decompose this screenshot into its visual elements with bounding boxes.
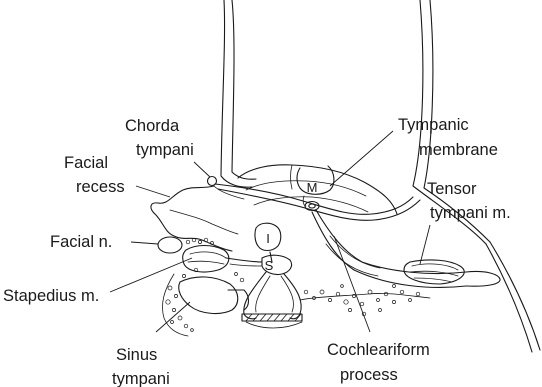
label-tensor-tympani-line1: Tensor — [427, 180, 477, 198]
stapedius-muscle — [183, 246, 262, 273]
promontory — [238, 165, 397, 214]
stapes-footplate-hatching — [246, 314, 301, 321]
label-tympanic-membrane-line1: Tympanic — [398, 116, 469, 134]
label-sinus-tympani-line1: Sinus — [116, 346, 157, 364]
sinus-tympani — [179, 277, 249, 314]
incus-marker: I — [266, 231, 270, 246]
stippled-bone — [162, 268, 430, 336]
label-facial-recess-line1: Facial — [64, 154, 108, 172]
malleus-marker: M — [307, 180, 318, 195]
label-facial-recess-line2: recess — [76, 178, 125, 196]
label-facial-nerve: Facial n. — [50, 233, 112, 251]
label-sinus-tympani-line2: tympani — [112, 370, 170, 387]
label-tensor-tympani-line2: tympani m. — [430, 204, 511, 222]
label-chorda-tympani-line2: tympani — [136, 141, 194, 159]
label-stapedius-muscle: Stapedius m. — [3, 287, 99, 305]
label-cochleariform-line1: Cochleariform — [327, 341, 430, 359]
leader-lines — [110, 131, 430, 332]
stapes-marker: S — [265, 258, 274, 273]
canal-walls — [221, 0, 540, 352]
label-tympanic-membrane-line2: membrane — [419, 141, 498, 159]
label-chorda-tympani-line1: Chorda — [125, 117, 180, 135]
label-cochleariform-line2: process — [340, 366, 398, 384]
